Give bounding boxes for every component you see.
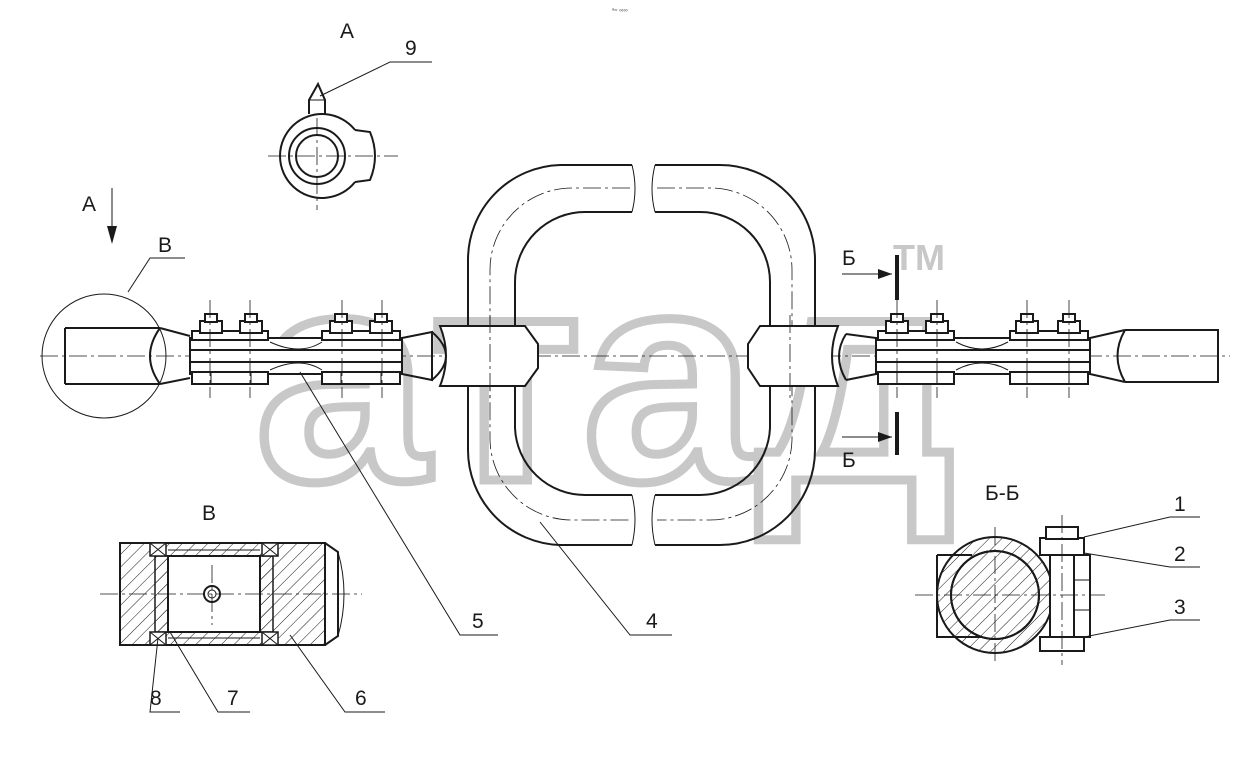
main-callouts: 5 4 — [299, 371, 672, 636]
view-a-arrow: A B — [82, 188, 185, 293]
callout-9: 9 — [405, 37, 417, 60]
header-mark: ᵃ≈ ∞∞ — [612, 8, 628, 14]
view-a-label: A — [340, 20, 354, 43]
section-mark-top: Б — [842, 247, 856, 270]
callout-3: 3 — [1174, 596, 1186, 619]
detail-circle-v — [41, 293, 167, 419]
section-bb-label: Б-Б — [985, 482, 1020, 505]
arrow-a-label: A — [82, 193, 96, 216]
watermark-tm: TM — [893, 237, 945, 278]
section-cut: Б Б — [842, 247, 899, 472]
callout-5: 5 — [472, 610, 484, 633]
view-a: A 9 — [268, 20, 432, 210]
callout-7: 7 — [227, 687, 239, 710]
callout-8: 8 — [150, 687, 162, 710]
left-assembly — [41, 293, 539, 419]
callout-6: 6 — [355, 687, 367, 710]
section-mark-bottom: Б — [842, 449, 856, 472]
detail-v: B 8 7 6 — [100, 502, 385, 713]
callout-4: 4 — [646, 610, 658, 633]
section-bb: Б-Б 1 2 3 — [915, 482, 1200, 665]
detail-v-label: B — [202, 502, 216, 525]
detail-v-circle-label: B — [158, 234, 172, 257]
callout-1: 1 — [1174, 493, 1186, 516]
right-assembly — [747, 300, 1219, 398]
callout-2: 2 — [1174, 543, 1186, 566]
